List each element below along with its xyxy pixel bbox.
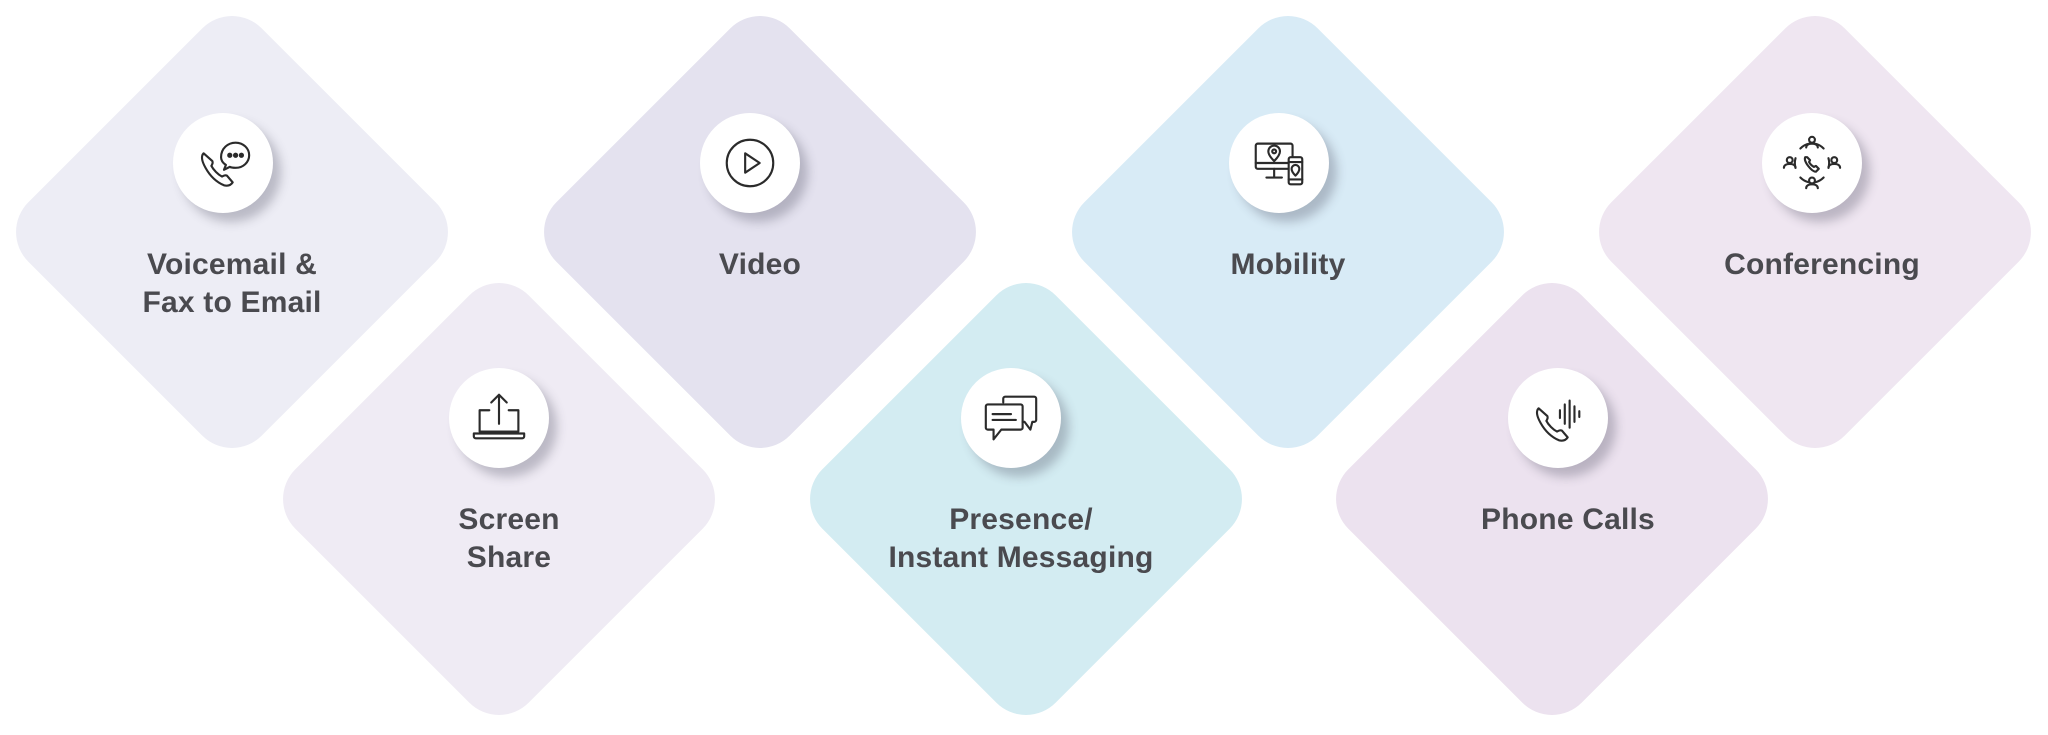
conferencing-label: Conferencing <box>1632 246 2012 284</box>
video-label: Video <box>570 246 950 284</box>
voicemail-label: Voicemail & Fax to Email <box>42 246 422 322</box>
presence-label-line-1: Presence/ <box>949 503 1093 536</box>
laptop-upload-icon <box>449 368 549 468</box>
conference-icon <box>1762 113 1862 213</box>
phone-chat-icon <box>173 113 273 213</box>
presence-label-line-2: Instant Messaging <box>888 541 1154 574</box>
presence-label: Presence/ Instant Messaging <box>831 501 1211 577</box>
screen-share-label: Screen Share <box>319 501 699 577</box>
voicemail-label-line-2: Fax to Email <box>142 286 322 319</box>
chat-bubbles-icon <box>961 368 1061 468</box>
mobility-label-line-1: Mobility <box>1230 248 1346 281</box>
voicemail-label-line-1: Voicemail & <box>146 248 318 281</box>
video-label-line-1: Video <box>718 248 802 281</box>
phone-calls-label: Phone Calls <box>1378 501 1758 539</box>
monitor-phone-location-icon <box>1229 113 1329 213</box>
phone-sound-icon <box>1508 368 1608 468</box>
play-icon <box>700 113 800 213</box>
phone-calls-label-line-1: Phone Calls <box>1481 503 1655 536</box>
screen-share-label-line-1: Screen <box>458 503 560 536</box>
conferencing-label-line-1: Conferencing <box>1724 248 1920 281</box>
screen-share-label-line-2: Share <box>466 541 552 574</box>
mobility-label: Mobility <box>1098 246 1478 284</box>
